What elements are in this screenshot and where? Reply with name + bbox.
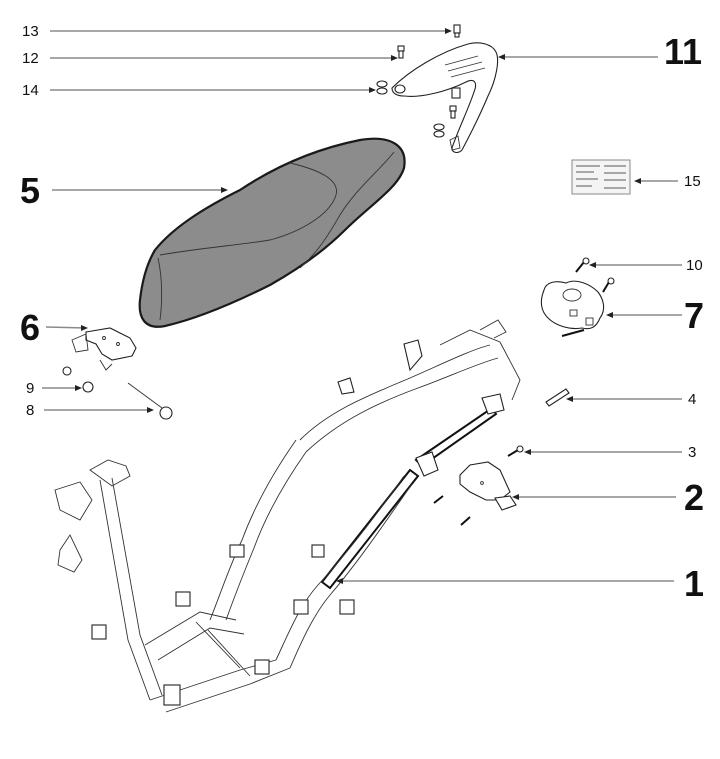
arrow-5: [221, 187, 228, 193]
callout-13: 13: [22, 23, 39, 40]
part-screw-13: [453, 24, 461, 38]
callout-5: 5: [20, 170, 40, 211]
callout-15: 15: [684, 173, 701, 190]
part-pin-4: [545, 388, 570, 407]
arrow-8: [147, 407, 154, 413]
part-lock-screw-10: [575, 257, 615, 293]
callout-7: 7: [684, 295, 704, 336]
part-bracket-cover: [459, 461, 517, 511]
callout-1: 1: [684, 563, 704, 604]
arrow-14: [369, 87, 376, 93]
arrow-9: [75, 385, 82, 391]
arrow-13: [445, 28, 452, 34]
arrow-15: [634, 178, 641, 184]
part-screw-12: [397, 45, 405, 59]
callout-4: 4: [688, 391, 696, 408]
callout-3: 3: [688, 444, 696, 461]
part-frame: [54, 319, 521, 713]
arrow-1: [336, 578, 343, 584]
callout-11: 11: [664, 31, 702, 72]
callout-labels: 13 12 14 11 5 15 10 7 6 9 8 4 3 2 1: [20, 23, 704, 604]
part-label-decal: [571, 159, 631, 195]
callout-10: 10: [686, 257, 703, 274]
arrow-12: [391, 55, 398, 61]
callout-14: 14: [22, 82, 39, 99]
part-seat-lock: [540, 280, 605, 337]
arrow-11: [498, 54, 505, 60]
part-nut-9: [62, 366, 94, 393]
part-seat-hinge-bracket: [71, 327, 137, 371]
part-seat: [138, 137, 406, 328]
arrow-7: [606, 312, 613, 318]
part-bolts-cover: [433, 495, 471, 526]
leader-lines: [42, 28, 682, 584]
callout-8: 8: [26, 402, 34, 419]
callout-9: 9: [26, 380, 34, 397]
part-bolt-3: [507, 445, 524, 457]
part-hinge-bolt-8: [127, 382, 173, 420]
arrow-3: [524, 449, 531, 455]
part-rear-grab-rail: [391, 42, 499, 153]
callout-6: 6: [20, 307, 40, 348]
callout-12: 12: [22, 50, 39, 67]
arrow-10: [589, 262, 596, 268]
arrow-4: [566, 396, 573, 402]
part-screw-rail-rear: [449, 105, 457, 119]
callout-2: 2: [684, 477, 704, 518]
arrow-2: [512, 494, 519, 500]
part-washers-14: [376, 80, 445, 138]
leader-6: [45, 326, 87, 329]
arrow-6: [81, 325, 88, 331]
